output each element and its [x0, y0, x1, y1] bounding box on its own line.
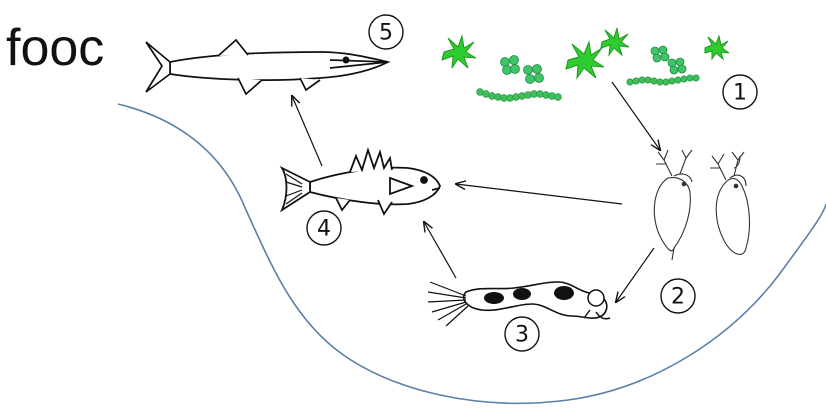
algae-star-3 [601, 28, 629, 55]
label-3: 3 [505, 317, 539, 351]
label-4: 4 [307, 211, 341, 245]
water-flea-1 [654, 150, 692, 260]
algae-star-2 [566, 42, 604, 78]
algae-chain-2 [627, 75, 699, 85]
algae-star-4 [705, 36, 729, 59]
arrow-larva-to-fish [424, 222, 456, 278]
label-2-text: 2 [671, 285, 685, 310]
label-1: 1 [723, 75, 757, 109]
algae-star-1 [442, 36, 476, 68]
arrow-flea-to-fish [456, 184, 622, 204]
algae-icon [442, 28, 729, 101]
label-2: 2 [661, 279, 695, 313]
small-fish-icon [282, 150, 440, 214]
label-1-text: 1 [733, 81, 747, 106]
arrow-algae-to-flea [612, 82, 660, 150]
label-3-text: 3 [515, 323, 529, 348]
label-5: 5 [369, 15, 403, 49]
label-5-text: 5 [379, 21, 393, 46]
label-4-text: 4 [317, 217, 331, 242]
algae-cluster-1 [501, 56, 520, 75]
algae-chain-1 [477, 89, 562, 102]
arrow-fish-to-pike [292, 96, 322, 166]
water-flea-2 [710, 152, 749, 254]
algae-cluster-3 [651, 46, 669, 62]
water-flea-icon [654, 150, 749, 260]
pond-shoreline [118, 104, 826, 403]
pike-icon [146, 40, 388, 94]
algae-cluster-4 [668, 58, 686, 74]
algae-cluster-2 [524, 65, 544, 84]
arrow-flea-to-larva [616, 248, 654, 302]
